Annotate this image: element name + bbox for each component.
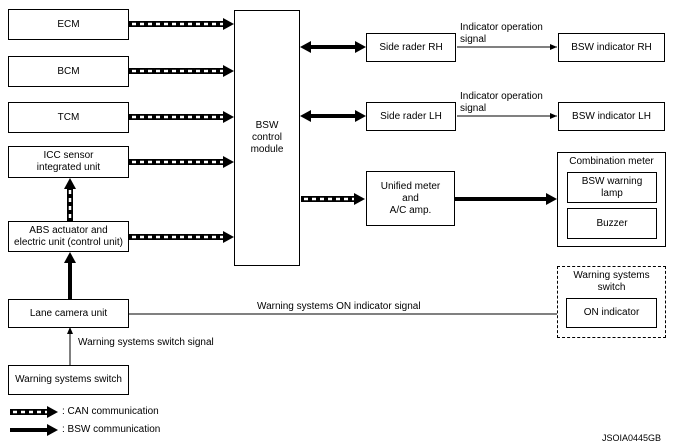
signal-label-switch: Warning systems switch signal [78, 337, 214, 348]
abs-label-line1: ABS actuator and [29, 224, 108, 236]
side-radar-lh-label: Side rader LH [380, 110, 442, 122]
abs-actuator-box: ABS actuator and electric unit (control … [8, 221, 129, 252]
can-arrow-abs-to-icc [64, 178, 76, 221]
bsw-control-module: BSW control module [234, 10, 300, 266]
unified-meter-box: Unified meter and A/C amp. [366, 171, 455, 226]
bsw-arrow-lane-to-abs [64, 252, 76, 299]
side-radar-lh-box: Side rader LH [366, 102, 456, 131]
icc-sensor-box: ICC sensor integrated unit [8, 146, 129, 178]
side-radar-rh-box: Side rader RH [366, 33, 456, 62]
combination-meter-title: Combination meter [569, 156, 654, 167]
can-arrow-bcm [129, 65, 234, 77]
legend-can-label: : CAN communication [62, 406, 159, 417]
tcm-box: TCM [8, 102, 129, 133]
can-arrow-ecm [129, 18, 234, 30]
warning-switch-box: Warning systems switch [8, 365, 129, 395]
buzzer-box: Buzzer [567, 208, 657, 239]
bsw-indicator-lh-label: BSW indicator LH [572, 110, 651, 122]
bsw-arrow-module-radar-rh [300, 41, 366, 53]
on-indicator-label: ON indicator [583, 307, 640, 318]
lane-camera-label: Lane camera unit [29, 307, 108, 319]
can-arrow-abs [129, 231, 234, 243]
warning-systems-switch-group-title: Warning systems switch [573, 270, 650, 293]
abs-label-line2: electric unit (control unit) [14, 236, 123, 248]
bcm-box: BCM [8, 56, 129, 87]
bsw-arrow-module-radar-lh [300, 110, 366, 122]
tcm-label: TCM [57, 111, 80, 123]
legend-bsw-arrow [10, 424, 58, 436]
bsw-indicator-lh-box: BSW indicator LH [558, 102, 665, 131]
bsw-warning-lamp-label-line2: lamp [601, 187, 623, 199]
unified-meter-label-line1: Unified meter [380, 180, 441, 192]
lane-camera-box: Lane camera unit [8, 299, 129, 328]
legend-bsw-label: : BSW communication [62, 424, 161, 435]
bsw-warning-lamp-label-line1: BSW warning [581, 175, 643, 187]
legend-can-arrow [10, 406, 58, 418]
warning-switch-label: Warning systems switch [15, 374, 122, 385]
buzzer-label: Buzzer [596, 217, 628, 229]
can-arrow-icc [129, 156, 234, 168]
signal-label-warning-on: Warning systems ON indicator signal [257, 301, 421, 312]
bsw-module-label-line3: module [250, 144, 284, 155]
on-indicator-box: ON indicator [566, 298, 657, 328]
bsw-warning-lamp-box: BSW warning lamp [567, 172, 657, 203]
figure-code: JSOIA0445GB [601, 433, 661, 443]
bsw-module-label-line2: control [251, 132, 282, 143]
bsw-arrow-meter-to-combination [454, 193, 557, 205]
can-arrow-tcm [129, 111, 234, 123]
signal-label-indicator-lh: Indicator operation signal [460, 91, 543, 114]
bsw-module-label-line1: BSW [255, 120, 279, 131]
can-arrow-bsw-to-meter [301, 193, 365, 205]
bsw-indicator-rh-box: BSW indicator RH [558, 33, 665, 62]
ecm-label: ECM [57, 18, 80, 30]
icc-label-line2: integrated unit [36, 162, 101, 173]
bsw-indicator-rh-label: BSW indicator RH [571, 41, 652, 53]
signal-label-indicator-rh: Indicator operation signal [460, 22, 543, 45]
ecm-box: ECM [8, 9, 129, 40]
icc-label-line1: ICC sensor [43, 150, 94, 161]
unified-meter-label-line2: and [402, 192, 419, 204]
bcm-label: BCM [57, 65, 80, 77]
unified-meter-label-line3: A/C amp. [389, 204, 432, 216]
side-radar-rh-label: Side rader RH [379, 41, 443, 53]
